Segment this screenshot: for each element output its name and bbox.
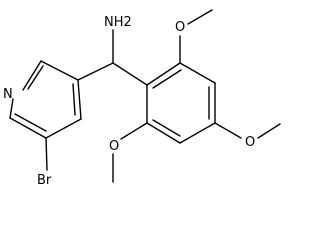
bond-b5-b6 (146, 122, 181, 144)
bond-o-top-ch3 (187, 9, 213, 25)
bond-b5-b6-double (152, 119, 181, 137)
pyridine-ring (9, 60, 82, 139)
bond-b1-b2-double (152, 69, 182, 89)
bond-c4-c5 (45, 118, 82, 139)
bond-ch-aryl (112, 62, 148, 86)
bromine-label: Br (37, 173, 52, 188)
amine-label: NH2 (104, 15, 132, 30)
structure-canvas: N Br NH2 O O O (3, 9, 281, 188)
bond-o-right-ch3 (257, 123, 281, 139)
structure-diagram: N Br NH2 O O O (3, 9, 281, 188)
bond-c5-c6 (9, 117, 47, 139)
methoxy-top-oxygen-label: O (175, 20, 185, 35)
bond-c5-br (45, 137, 48, 171)
bond-b6-o-bottom (120, 122, 148, 140)
methoxy-bottom-oxygen-label: O (109, 139, 119, 154)
benzene-ring (146, 62, 216, 144)
bond-n-c2 (22, 60, 42, 91)
bond-c6-n (9, 98, 14, 119)
bond-c3-c4 (77, 79, 82, 120)
bond-b1-b2 (146, 62, 181, 86)
bond-b2-b3 (179, 62, 216, 84)
pyridine-nitrogen-label: N (3, 87, 13, 102)
methoxy-right-oxygen-label: O (245, 135, 255, 150)
bond-pyridine-ch (77, 62, 114, 81)
bond-c3-c4-double (72, 83, 76, 116)
bond-c2-c3 (40, 60, 79, 81)
bond-b4-o-right (214, 122, 242, 139)
bond-b4-b5 (179, 122, 216, 144)
bond-c5-c6-double (14, 113, 47, 132)
bond-n-c2-double (27, 65, 44, 90)
